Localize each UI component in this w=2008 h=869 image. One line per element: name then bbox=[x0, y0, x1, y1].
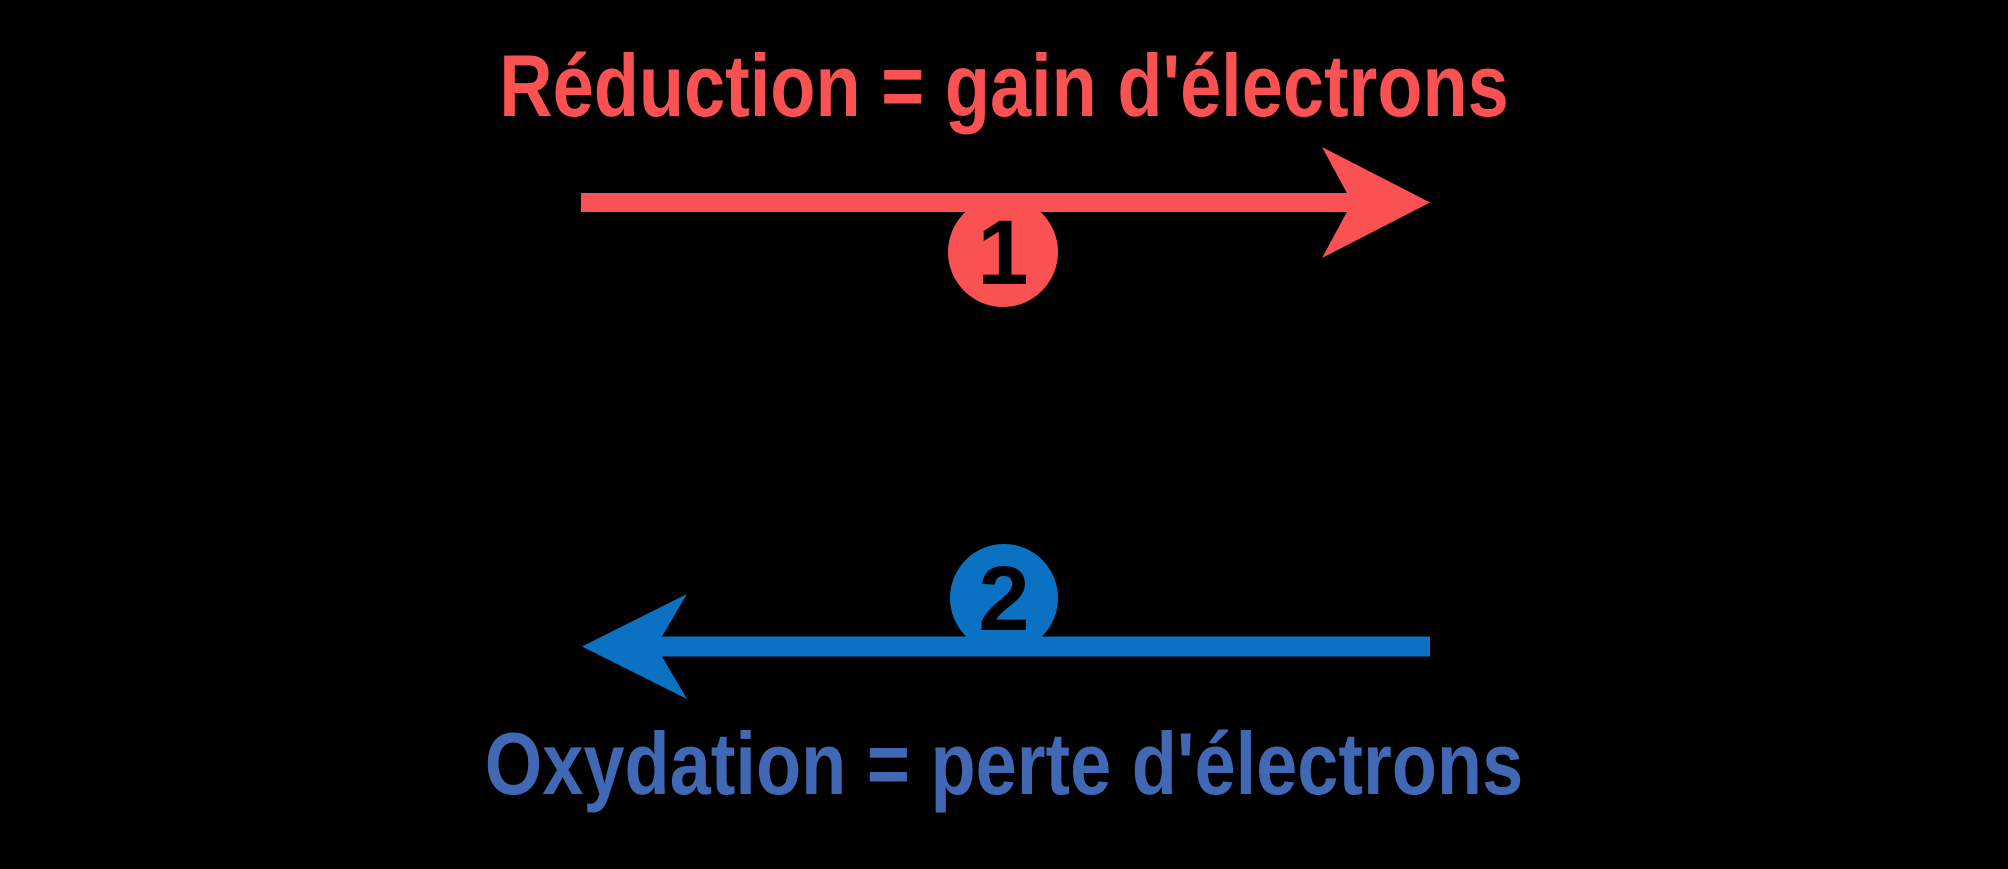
step-1-badge bbox=[948, 197, 1058, 307]
reduction-arrow-head bbox=[1322, 147, 1430, 258]
step-1-number: 1 bbox=[977, 202, 1028, 304]
step-2-badge bbox=[950, 544, 1058, 652]
step-2-number: 2 bbox=[978, 548, 1029, 650]
oxidation-caption: Oxydation = perte d'électrons bbox=[484, 714, 1524, 813]
reduction-caption: Réduction = gain d'électrons bbox=[499, 36, 1509, 135]
oxidation-arrow-head bbox=[582, 594, 687, 699]
